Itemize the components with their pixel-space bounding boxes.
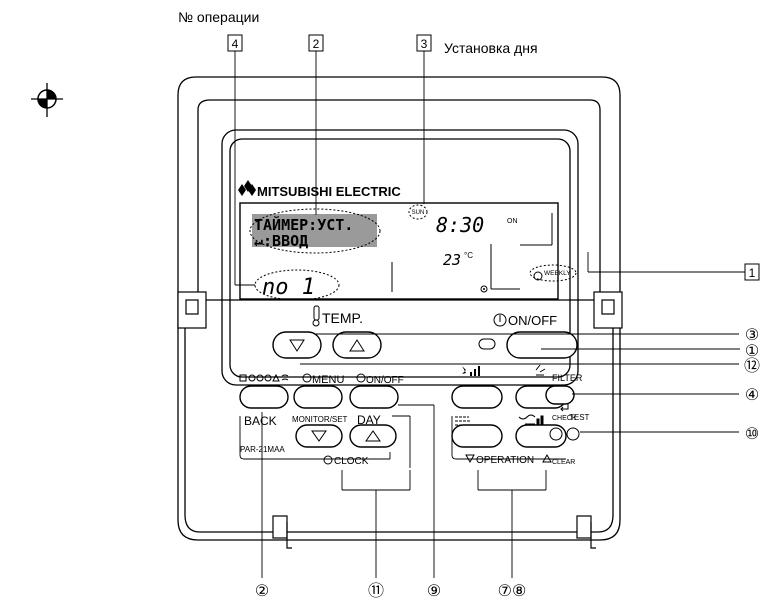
lcd-on: ON <box>507 218 518 225</box>
fan-speed-icon <box>462 366 480 376</box>
day-setting-label: Установка дня <box>444 40 538 56</box>
filter-label: FILTER <box>552 373 583 383</box>
op-number-label: № операции <box>178 9 259 25</box>
callout-right-12: ⑫ <box>744 357 760 375</box>
callout-right-10: ⑩ <box>745 426 759 443</box>
lcd-line-1: ТАЙМЕР:УСТ. <box>254 215 353 234</box>
callout-bottom-7-8: ⑦⑧ <box>498 583 527 600</box>
bottom-left-clip <box>272 515 288 539</box>
check-button[interactable] <box>549 427 563 441</box>
callout-4-text: 4 <box>232 37 239 51</box>
air-direction-icon <box>535 364 546 376</box>
operation-down-button[interactable] <box>451 424 503 448</box>
lcd-highlight <box>252 214 377 247</box>
left-clip-inner <box>185 299 199 315</box>
lcd-line-highlight-oval <box>249 208 381 254</box>
on-off-button[interactable] <box>506 331 578 359</box>
lcd-weekly: WEEKLY <box>544 270 571 277</box>
clear-label: CLEAR <box>552 459 575 466</box>
timer-on-off-button[interactable] <box>349 385 399 409</box>
operation-down-icon <box>465 454 475 464</box>
timer-icon <box>533 271 543 281</box>
callout-2-text: 2 <box>313 37 320 51</box>
check-label: CHECK <box>552 415 577 422</box>
lcd-deg: °C <box>464 251 473 260</box>
brand-name: MITSUBISHI ELECTRIC <box>257 184 401 199</box>
mode-icons <box>239 373 289 382</box>
callout-bottom-9: ⑨ <box>427 583 441 600</box>
lcd-line-2: ↵:ВВОД <box>254 232 308 250</box>
menu-button[interactable] <box>293 385 343 409</box>
menu-label: MENU <box>312 374 344 386</box>
temp-label: TEMP. <box>322 310 363 326</box>
back-label: BACK <box>244 414 277 428</box>
operation-up-icon <box>542 453 552 463</box>
test-button[interactable] <box>566 427 580 441</box>
lcd-clock: 8:30 <box>436 213 484 237</box>
monitor-set-label: MONITOR/SET <box>292 415 348 424</box>
menu-timer-icon <box>302 373 312 383</box>
test-label: TEST <box>569 413 590 422</box>
temp-up-button[interactable] <box>332 331 382 359</box>
op-number-oval <box>254 269 340 301</box>
operation-label: OPERATION <box>476 455 534 466</box>
temp-down-button[interactable] <box>272 331 322 359</box>
callout-right-3: ③ <box>745 327 759 344</box>
model-label: PAR-21MAA <box>240 445 285 454</box>
registration-mark-icon <box>31 83 63 117</box>
lcd-temp: 23 <box>443 251 461 269</box>
callout-bottom-2: ② <box>255 583 269 600</box>
clock-down-button[interactable] <box>295 424 343 448</box>
on-off-label: ON/OFF <box>508 313 557 328</box>
filter-button[interactable] <box>545 385 575 405</box>
back-button[interactable] <box>239 385 289 409</box>
temp-icon <box>312 305 320 327</box>
timer-on-off-label: ON/OFF <box>366 375 404 386</box>
callout-right-1: ① <box>745 343 759 360</box>
mitsubishi-logo-icon <box>238 180 256 196</box>
enter-icon <box>560 404 569 412</box>
timer-on-off-icon <box>356 373 366 383</box>
lcd-sensor-dot <box>480 285 488 293</box>
power-icon <box>493 313 507 327</box>
lcd-op-number: no 1 <box>262 275 315 300</box>
clock-label: CLOCK <box>334 456 369 467</box>
operation-lamp <box>478 338 496 350</box>
day-label: DAY <box>357 413 381 427</box>
clock-icon <box>323 455 333 465</box>
weekly-oval <box>529 264 577 282</box>
clock-up-button[interactable] <box>349 424 397 448</box>
controller-housing <box>177 76 621 541</box>
fan-speed-button[interactable] <box>451 385 503 409</box>
callout-bottom-11: ⑪ <box>368 582 384 600</box>
callout-1-text: 1 <box>749 266 756 280</box>
callout-right-4: ④ <box>745 387 759 404</box>
leader-lines <box>234 51 745 578</box>
louver-icons <box>455 414 544 426</box>
day-oval <box>408 204 428 220</box>
right-clip-inner <box>601 299 615 315</box>
lcd-day: SUN <box>412 210 425 216</box>
callout-3-text: 3 <box>421 37 428 51</box>
bottom-right-clip <box>576 515 592 539</box>
